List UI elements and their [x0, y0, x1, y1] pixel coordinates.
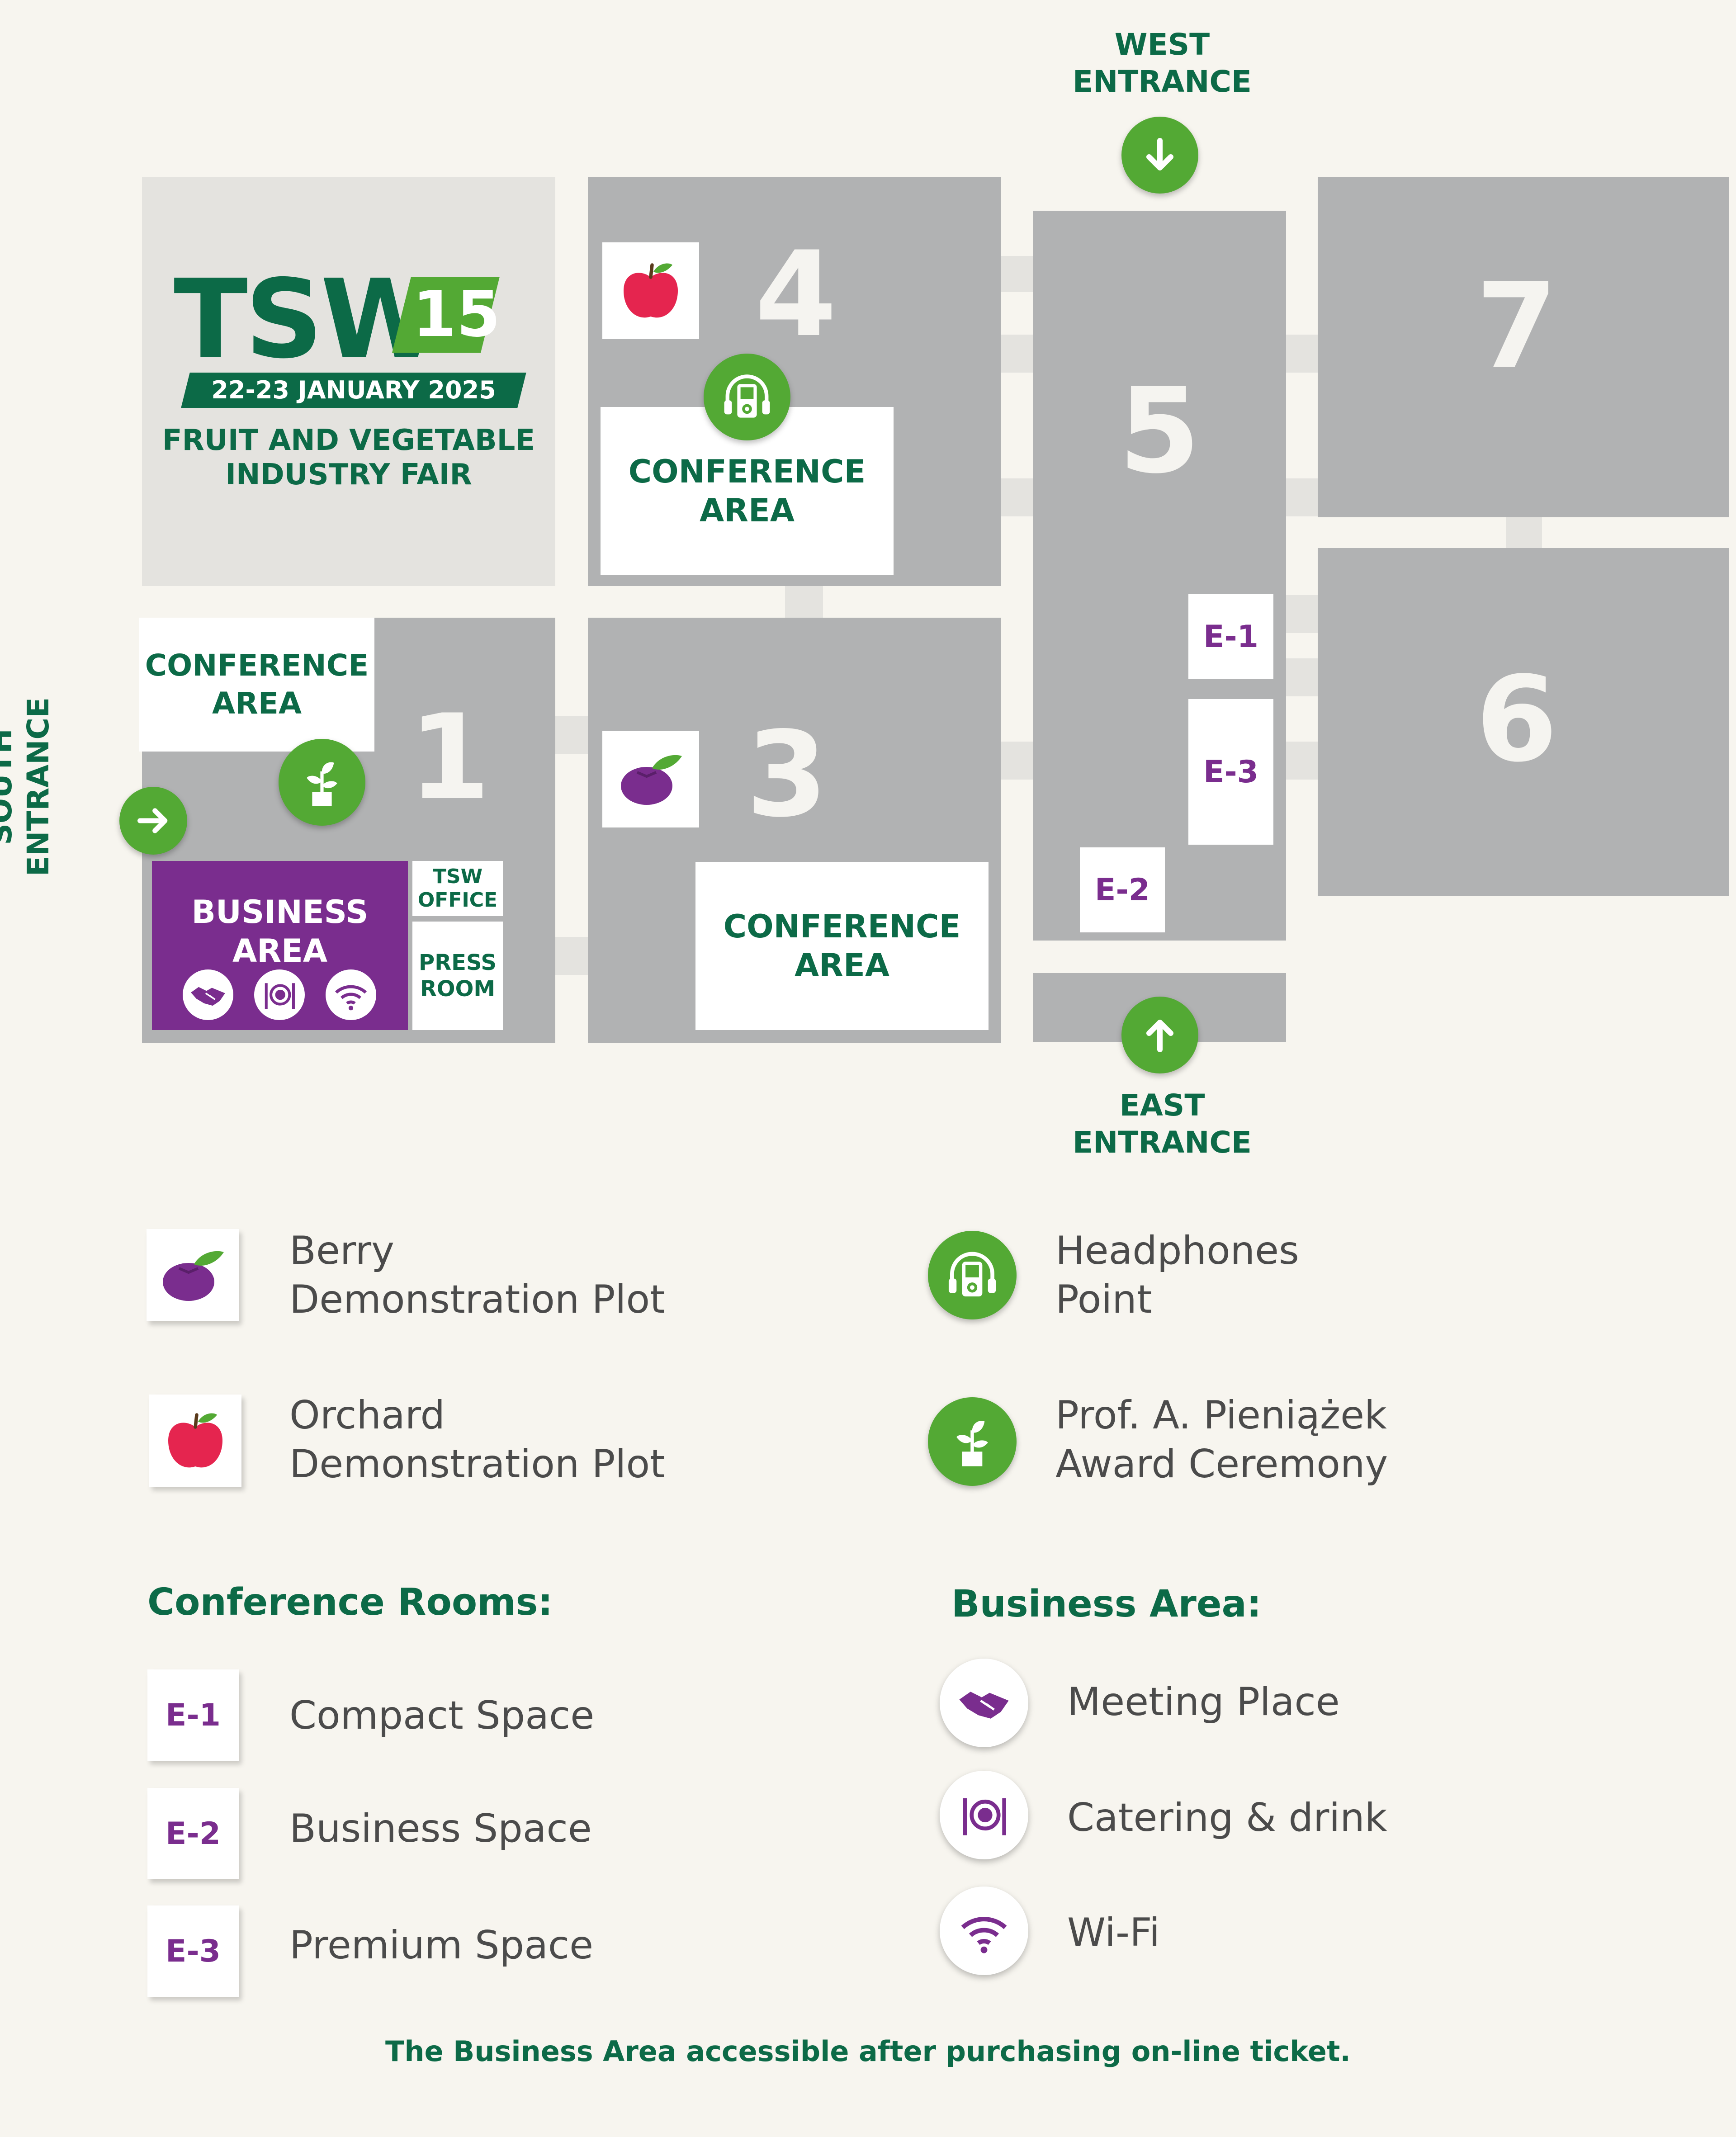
wifi-icon	[940, 1886, 1028, 1975]
award-ceremony-marker	[279, 739, 365, 826]
footer-note: The Business Area accessible after purch…	[385, 2035, 1351, 2068]
logo-dates: 22-23 JANUARY 2025	[211, 376, 496, 404]
conference-area-hall-4: CONFERENCE AREA	[601, 407, 894, 575]
wifi-icon	[326, 969, 376, 1020]
tsw-office: TSW OFFICE	[412, 861, 503, 916]
conference-area-label-2: AREA	[794, 947, 890, 984]
connector	[1285, 478, 1319, 516]
business-area-label-1: BUSINESS	[191, 894, 369, 931]
hall-5-number: 5	[1118, 363, 1201, 500]
apple-icon	[168, 1413, 222, 1468]
business-area-label-2: AREA	[232, 932, 328, 969]
logo-tsw: TSW	[174, 256, 440, 383]
apple-icon	[624, 263, 678, 318]
hall-6-number: 6	[1476, 652, 1558, 788]
conference-area-label-1: CONFERENCE	[145, 648, 369, 683]
east-entrance-label: EAST ENTRANCE	[1073, 1088, 1252, 1160]
conference-area-label-1: CONFERENCE	[723, 908, 961, 945]
legend-e2-tile: E-2	[147, 1788, 239, 1879]
connector	[1000, 256, 1034, 292]
plate-cutlery-icon	[940, 1771, 1028, 1859]
connector	[1285, 742, 1319, 780]
room-e3: E-3	[1188, 699, 1273, 845]
arrow-up-icon[interactable]	[1121, 997, 1198, 1073]
legend-meeting-place: Meeting Place	[1067, 1679, 1340, 1725]
connector	[554, 716, 588, 754]
conference-rooms-heading: Conference Rooms:	[147, 1581, 553, 1624]
handshake-icon	[183, 969, 233, 1020]
hall-7-number: 7	[1476, 258, 1558, 395]
berry-plot-marker	[602, 731, 699, 827]
hall-1: 1 CONFERENCE AREA BUSINESS AREA	[139, 618, 555, 1043]
legend-wifi: Wi-Fi	[1067, 1910, 1160, 1955]
business-area: BUSINESS AREA	[152, 861, 408, 1030]
legend-headphones-icon	[928, 1231, 1017, 1319]
berry-icon	[621, 755, 682, 805]
legend-berry-tile	[147, 1229, 239, 1321]
legend-orchard-text: Orchard Demonstration Plot	[289, 1393, 665, 1487]
room-e1-label: E-1	[1203, 619, 1258, 655]
legend-e3-tile: E-3	[147, 1905, 239, 1997]
hall-7: 7	[1318, 177, 1729, 517]
press-room-label-1: PRESS	[419, 950, 497, 975]
hall-1-number: 1	[408, 690, 491, 826]
hall-6: 6	[1318, 548, 1729, 896]
connector	[1285, 335, 1319, 373]
legend-e2-label: Business Space	[289, 1806, 592, 1851]
legend-award-text: Prof. A. Pieniążek Award Ceremony	[1055, 1393, 1388, 1487]
legend-e1-label: Compact Space	[289, 1693, 595, 1738]
hall-3: 3 CONFERENCE AREA	[588, 618, 1001, 1043]
conference-area-hall-3: CONFERENCE AREA	[695, 862, 989, 1030]
headphones-point-marker	[704, 354, 790, 440]
connector	[785, 586, 823, 618]
hall-4-number: 4	[755, 227, 837, 363]
connector	[1000, 335, 1034, 373]
orchard-plot-marker	[602, 242, 699, 339]
handshake-icon	[940, 1659, 1028, 1747]
legend-berry-text: Berry Demonstration Plot	[289, 1228, 665, 1322]
logo-tagline-2: INDUSTRY FAIR	[225, 458, 472, 492]
connector	[1000, 742, 1034, 780]
legend-catering: Catering & drink	[1067, 1795, 1387, 1840]
business-area-heading: Business Area:	[951, 1583, 1262, 1626]
arrow-right-icon[interactable]	[119, 787, 187, 855]
hall-4: 4 CONFERENCE AREA	[588, 177, 1001, 586]
legend-e3-label: Premium Space	[289, 1923, 594, 1968]
legend-orchard-tile	[149, 1395, 241, 1487]
legend-e1-tile: E-1	[147, 1669, 239, 1761]
room-e3-label: E-3	[1203, 754, 1258, 790]
conference-area-label-1: CONFERENCE	[628, 453, 866, 490]
berry-icon	[163, 1251, 224, 1301]
logo-tagline-1: FRUIT AND VEGETABLE	[162, 424, 535, 457]
connector	[1000, 478, 1034, 516]
headphones-icon	[724, 374, 770, 418]
conference-area-hall-1: CONFERENCE AREA	[139, 618, 374, 752]
legend-seedling-icon	[928, 1397, 1017, 1486]
connector	[1506, 516, 1542, 548]
room-e2-label: E-2	[1095, 872, 1150, 908]
logo-edition: 15	[412, 278, 501, 351]
hall-5: 5 E-1 E-3 E-2	[1033, 211, 1286, 941]
south-entrance-label: SOUTH ENTRANCE	[0, 697, 56, 876]
seedling-icon	[307, 762, 337, 806]
connector	[1285, 595, 1319, 633]
press-room: PRESS ROOM	[412, 922, 503, 1030]
connector	[1285, 658, 1319, 696]
logo-block: TSW 15 22-23 JANUARY 2025 FRUIT AND VEGE…	[142, 177, 555, 586]
legend-headphones-text: Headphones Point	[1055, 1228, 1299, 1322]
plate-cutlery-icon	[254, 969, 305, 1020]
conference-area-label-2: AREA	[212, 686, 302, 721]
hall-3-number: 3	[746, 707, 828, 843]
press-room-label-2: ROOM	[420, 976, 496, 1002]
connector	[554, 937, 588, 975]
tsw-office-label-2: OFFICE	[417, 889, 498, 912]
conference-area-label-2: AREA	[699, 492, 795, 529]
room-e1: E-1	[1188, 594, 1273, 679]
tsw-office-label-1: TSW	[432, 865, 483, 888]
west-entrance-label: WEST ENTRANCE	[1073, 27, 1252, 99]
room-e2: E-2	[1080, 847, 1165, 932]
arrow-down-icon[interactable]	[1121, 117, 1198, 194]
